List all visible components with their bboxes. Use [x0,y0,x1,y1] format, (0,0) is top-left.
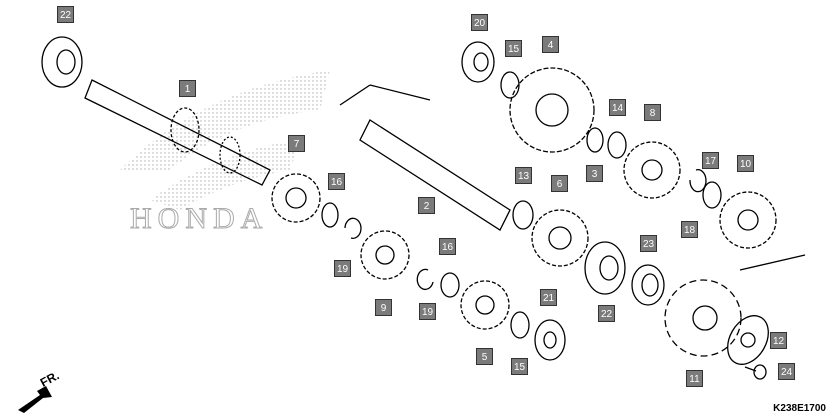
fr-arrow-icon [18,386,52,413]
callout-19: 19 [419,303,436,320]
svg-text:HONDA: HONDA [130,202,268,235]
gear-8 [623,141,681,199]
callout-15: 15 [511,358,528,375]
callout-22: 22 [57,6,74,23]
callout-24: 24 [778,363,795,380]
callout-16: 16 [328,173,345,190]
callout-22: 22 [598,305,615,322]
callout-3: 3 [586,165,603,182]
sprocket-11 [664,279,742,357]
washer-16a [321,202,339,228]
callout-9: 9 [375,299,392,316]
gear-7 [271,173,321,223]
gear-4 [509,67,595,153]
gear-5 [460,280,510,330]
clip-19a [344,217,362,239]
washer-16b [440,272,460,298]
callout-20: 20 [471,14,488,31]
bushing-3 [586,127,604,153]
callout-2: 2 [418,197,435,214]
honda-wing-logo: HONDA [120,70,330,236]
washer-17 [702,181,722,209]
bearing-22-bottom [584,241,626,295]
callout-13: 13 [515,167,532,184]
callout-10: 10 [737,155,754,172]
callout-21: 21 [540,289,557,306]
callout-12: 12 [770,332,787,349]
bearing-22-top [41,36,83,88]
callout-19: 19 [334,260,351,277]
callout-8: 8 [644,104,661,121]
callout-4: 4 [542,36,559,53]
washer-14 [607,131,627,159]
callout-16: 16 [439,238,456,255]
callout-1: 1 [179,80,196,97]
gear-10 [719,191,806,271]
callout-18: 18 [681,221,698,238]
callout-23: 23 [640,235,657,252]
callout-15: 15 [505,40,522,57]
mainshaft-1 [84,79,271,186]
countershaft-2 [339,84,511,231]
plate-12 [727,315,769,365]
callout-14: 14 [609,99,626,116]
bearing-21 [534,319,566,361]
bearing-20 [461,41,495,83]
washer-15b [510,311,530,339]
seal-23 [631,264,665,306]
washer-15a [500,71,520,99]
clip-19b [416,268,434,291]
callout-5: 5 [476,348,493,365]
diagram-code: K238E1700 [773,403,826,414]
bolt-24 [744,364,767,380]
callout-6: 6 [551,175,568,192]
washer-13 [512,200,534,230]
gear-6 [531,209,589,267]
callout-11: 11 [686,370,703,387]
callout-17: 17 [702,152,719,169]
callout-7: 7 [288,135,305,152]
gear-9 [360,230,410,280]
